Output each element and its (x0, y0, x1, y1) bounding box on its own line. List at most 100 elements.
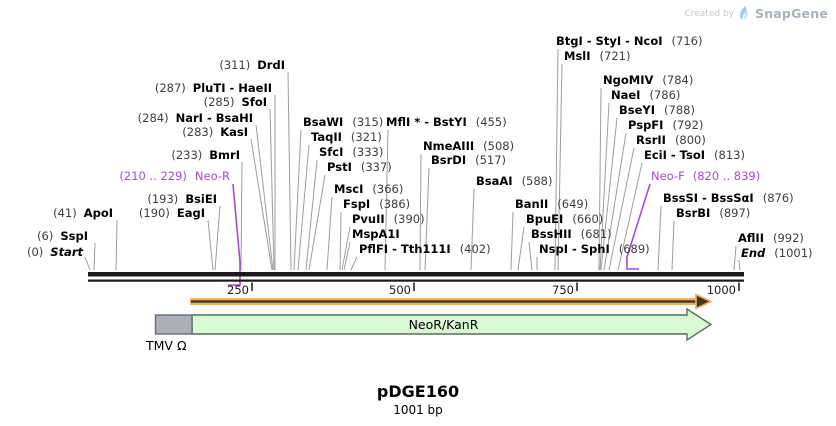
site-callout-line[interactable] (269, 108, 275, 271)
restriction-site-label[interactable]: TaqII(321) (311, 131, 382, 144)
site-callout-line[interactable] (343, 241, 351, 271)
restriction-site-label[interactable]: (0)Start (27, 246, 83, 259)
site-callout-line[interactable] (384, 129, 389, 271)
restriction-site-label[interactable]: MspA1I (352, 228, 400, 241)
site-callout-line[interactable] (599, 102, 610, 271)
primer-label-neo-f[interactable]: Neo-F(820 .. 839) (651, 170, 760, 183)
site-callout-line[interactable] (557, 63, 563, 271)
site-callout-line[interactable] (600, 117, 618, 271)
restriction-site-label[interactable]: FspI(386) (343, 198, 410, 211)
restriction-site-label[interactable]: (193)BsiEI (147, 193, 217, 206)
site-position: (876) (762, 191, 794, 205)
site-callout-line[interactable] (608, 147, 635, 271)
restriction-site-label[interactable]: (41)ApoI (53, 207, 113, 220)
site-callout-line[interactable] (297, 144, 310, 271)
site-callout-line[interactable] (733, 245, 737, 271)
site-callout-line[interactable] (598, 87, 602, 271)
restriction-site-label[interactable]: BseYI(788) (619, 104, 695, 117)
primer-mark-neo-f[interactable] (626, 183, 651, 270)
site-callout-line[interactable] (554, 48, 559, 271)
site-position: (311) (219, 58, 251, 72)
restriction-site-label[interactable]: RsrII(800) (636, 134, 706, 147)
site-callout-line[interactable] (339, 211, 342, 271)
site-callout-line[interactable] (510, 211, 514, 271)
restriction-site-label[interactable]: BssHII(681) (531, 228, 612, 241)
restriction-site-label[interactable]: (287)PluTI - HaeII (155, 82, 272, 95)
site-callout-line[interactable] (287, 71, 292, 271)
site-name: BsiEI (185, 192, 217, 206)
feature-box-tmv-omega[interactable] (154, 314, 193, 335)
site-callout-line[interactable] (419, 153, 422, 271)
site-callout-line[interactable] (326, 196, 333, 271)
restriction-site-label[interactable]: NspI - SphI(689) (539, 243, 650, 256)
site-name: BsrBI (676, 206, 711, 220)
site-callout-line[interactable] (305, 159, 318, 271)
restriction-site-label[interactable]: (283)KasI (182, 126, 248, 139)
site-callout-line[interactable] (517, 226, 525, 271)
site-position: (402) (459, 242, 491, 256)
site-name: Start (50, 245, 83, 259)
restriction-site-label[interactable]: SfcI(333) (319, 146, 383, 159)
site-callout-line[interactable] (93, 242, 96, 271)
site-callout-line[interactable] (341, 226, 351, 271)
site-callout-line[interactable] (207, 219, 214, 271)
site-callout-line[interactable] (470, 188, 475, 271)
site-callout-line[interactable] (250, 138, 273, 271)
restriction-site-label[interactable]: BanII(649) (515, 198, 588, 211)
restriction-site-label[interactable]: (6)SspI (37, 230, 88, 243)
restriction-site-label[interactable]: PstI(337) (327, 161, 392, 174)
restriction-site-label[interactable]: NmeAIII(508) (423, 140, 514, 153)
site-callout-line[interactable] (671, 220, 675, 271)
feature-arrow-neor-kanr[interactable] (191, 307, 713, 342)
restriction-site-label[interactable]: BsaAI(588) (476, 175, 553, 188)
site-callout-line[interactable] (617, 162, 643, 271)
snapgene-logo-icon (739, 6, 748, 21)
restriction-site-label[interactable]: MscI(366) (334, 183, 403, 196)
restriction-site-label[interactable]: PvuII(390) (352, 213, 425, 226)
site-callout-line[interactable] (240, 161, 243, 271)
restriction-site-label[interactable]: (285)SfoI (204, 96, 267, 109)
restriction-site-label[interactable]: BsrDI(517) (431, 154, 506, 167)
restriction-site-label[interactable]: End(1001) (741, 247, 813, 260)
restriction-site-label[interactable]: AflII(992) (738, 232, 804, 245)
site-callout-line[interactable] (308, 174, 326, 271)
restriction-site-label[interactable]: (284)NarI - BsaHI (138, 112, 253, 125)
feature-label-tmv-omega[interactable]: TMV Ω (146, 338, 187, 353)
restriction-site-label[interactable]: (233)BmrI (171, 149, 240, 162)
restriction-site-label[interactable]: PflFI - Tth111I(402) (359, 243, 491, 256)
site-callout-line[interactable] (214, 205, 221, 271)
site-name: SspI (60, 229, 88, 243)
restriction-site-label[interactable]: BsaWI(315) (303, 116, 383, 129)
site-callout-line[interactable] (424, 167, 430, 271)
site-position: (366) (372, 182, 404, 196)
primer-label-neo-r[interactable]: (210 .. 229)Neo-R (119, 170, 230, 183)
feature-label-neor-kanr[interactable]: NeoR/KanR (408, 317, 479, 332)
restriction-site-label[interactable]: MflI * - BstYI(455) (386, 116, 507, 129)
restriction-site-label[interactable]: BpuEI(660) (526, 213, 603, 226)
restriction-site-label[interactable]: (311)DrdI (219, 59, 285, 72)
ruler-line[interactable] (88, 272, 744, 277)
restriction-site-label[interactable]: (190)EagI (139, 207, 205, 220)
restriction-site-label[interactable]: BsrBI(897) (676, 207, 750, 220)
site-callout-line[interactable] (115, 219, 118, 271)
restriction-site-label[interactable]: EciI - TsoI(813) (644, 149, 745, 162)
restriction-site-label[interactable]: MslI(721) (564, 50, 630, 63)
site-callout-line[interactable] (350, 256, 358, 271)
site-callout-line[interactable] (293, 129, 302, 271)
restriction-site-label[interactable]: NgoMIV(784) (603, 74, 693, 87)
restriction-site-label[interactable]: PspFI(792) (628, 119, 703, 132)
restriction-site-label[interactable]: NaeI(786) (611, 89, 680, 102)
restriction-site-label[interactable]: BtgI - StyI - NcoI(716) (556, 35, 702, 48)
site-callout-line[interactable] (528, 241, 533, 271)
site-position: (455) (475, 115, 507, 129)
site-callout-line[interactable] (738, 259, 741, 271)
ruler-tick-label: 750 (552, 283, 574, 297)
snapgene-brand-text: SnapGene (755, 6, 828, 21)
plasmid-title: pDGE160 (376, 382, 460, 401)
site-callout-line[interactable] (255, 124, 274, 271)
site-callout-line[interactable] (657, 205, 662, 271)
restriction-site-label[interactable]: BssSI - BssSαI(876) (663, 192, 794, 205)
primer-mark-neo-r[interactable] (228, 183, 241, 286)
site-callout-line[interactable] (603, 132, 627, 271)
site-callout-line[interactable] (84, 256, 91, 271)
